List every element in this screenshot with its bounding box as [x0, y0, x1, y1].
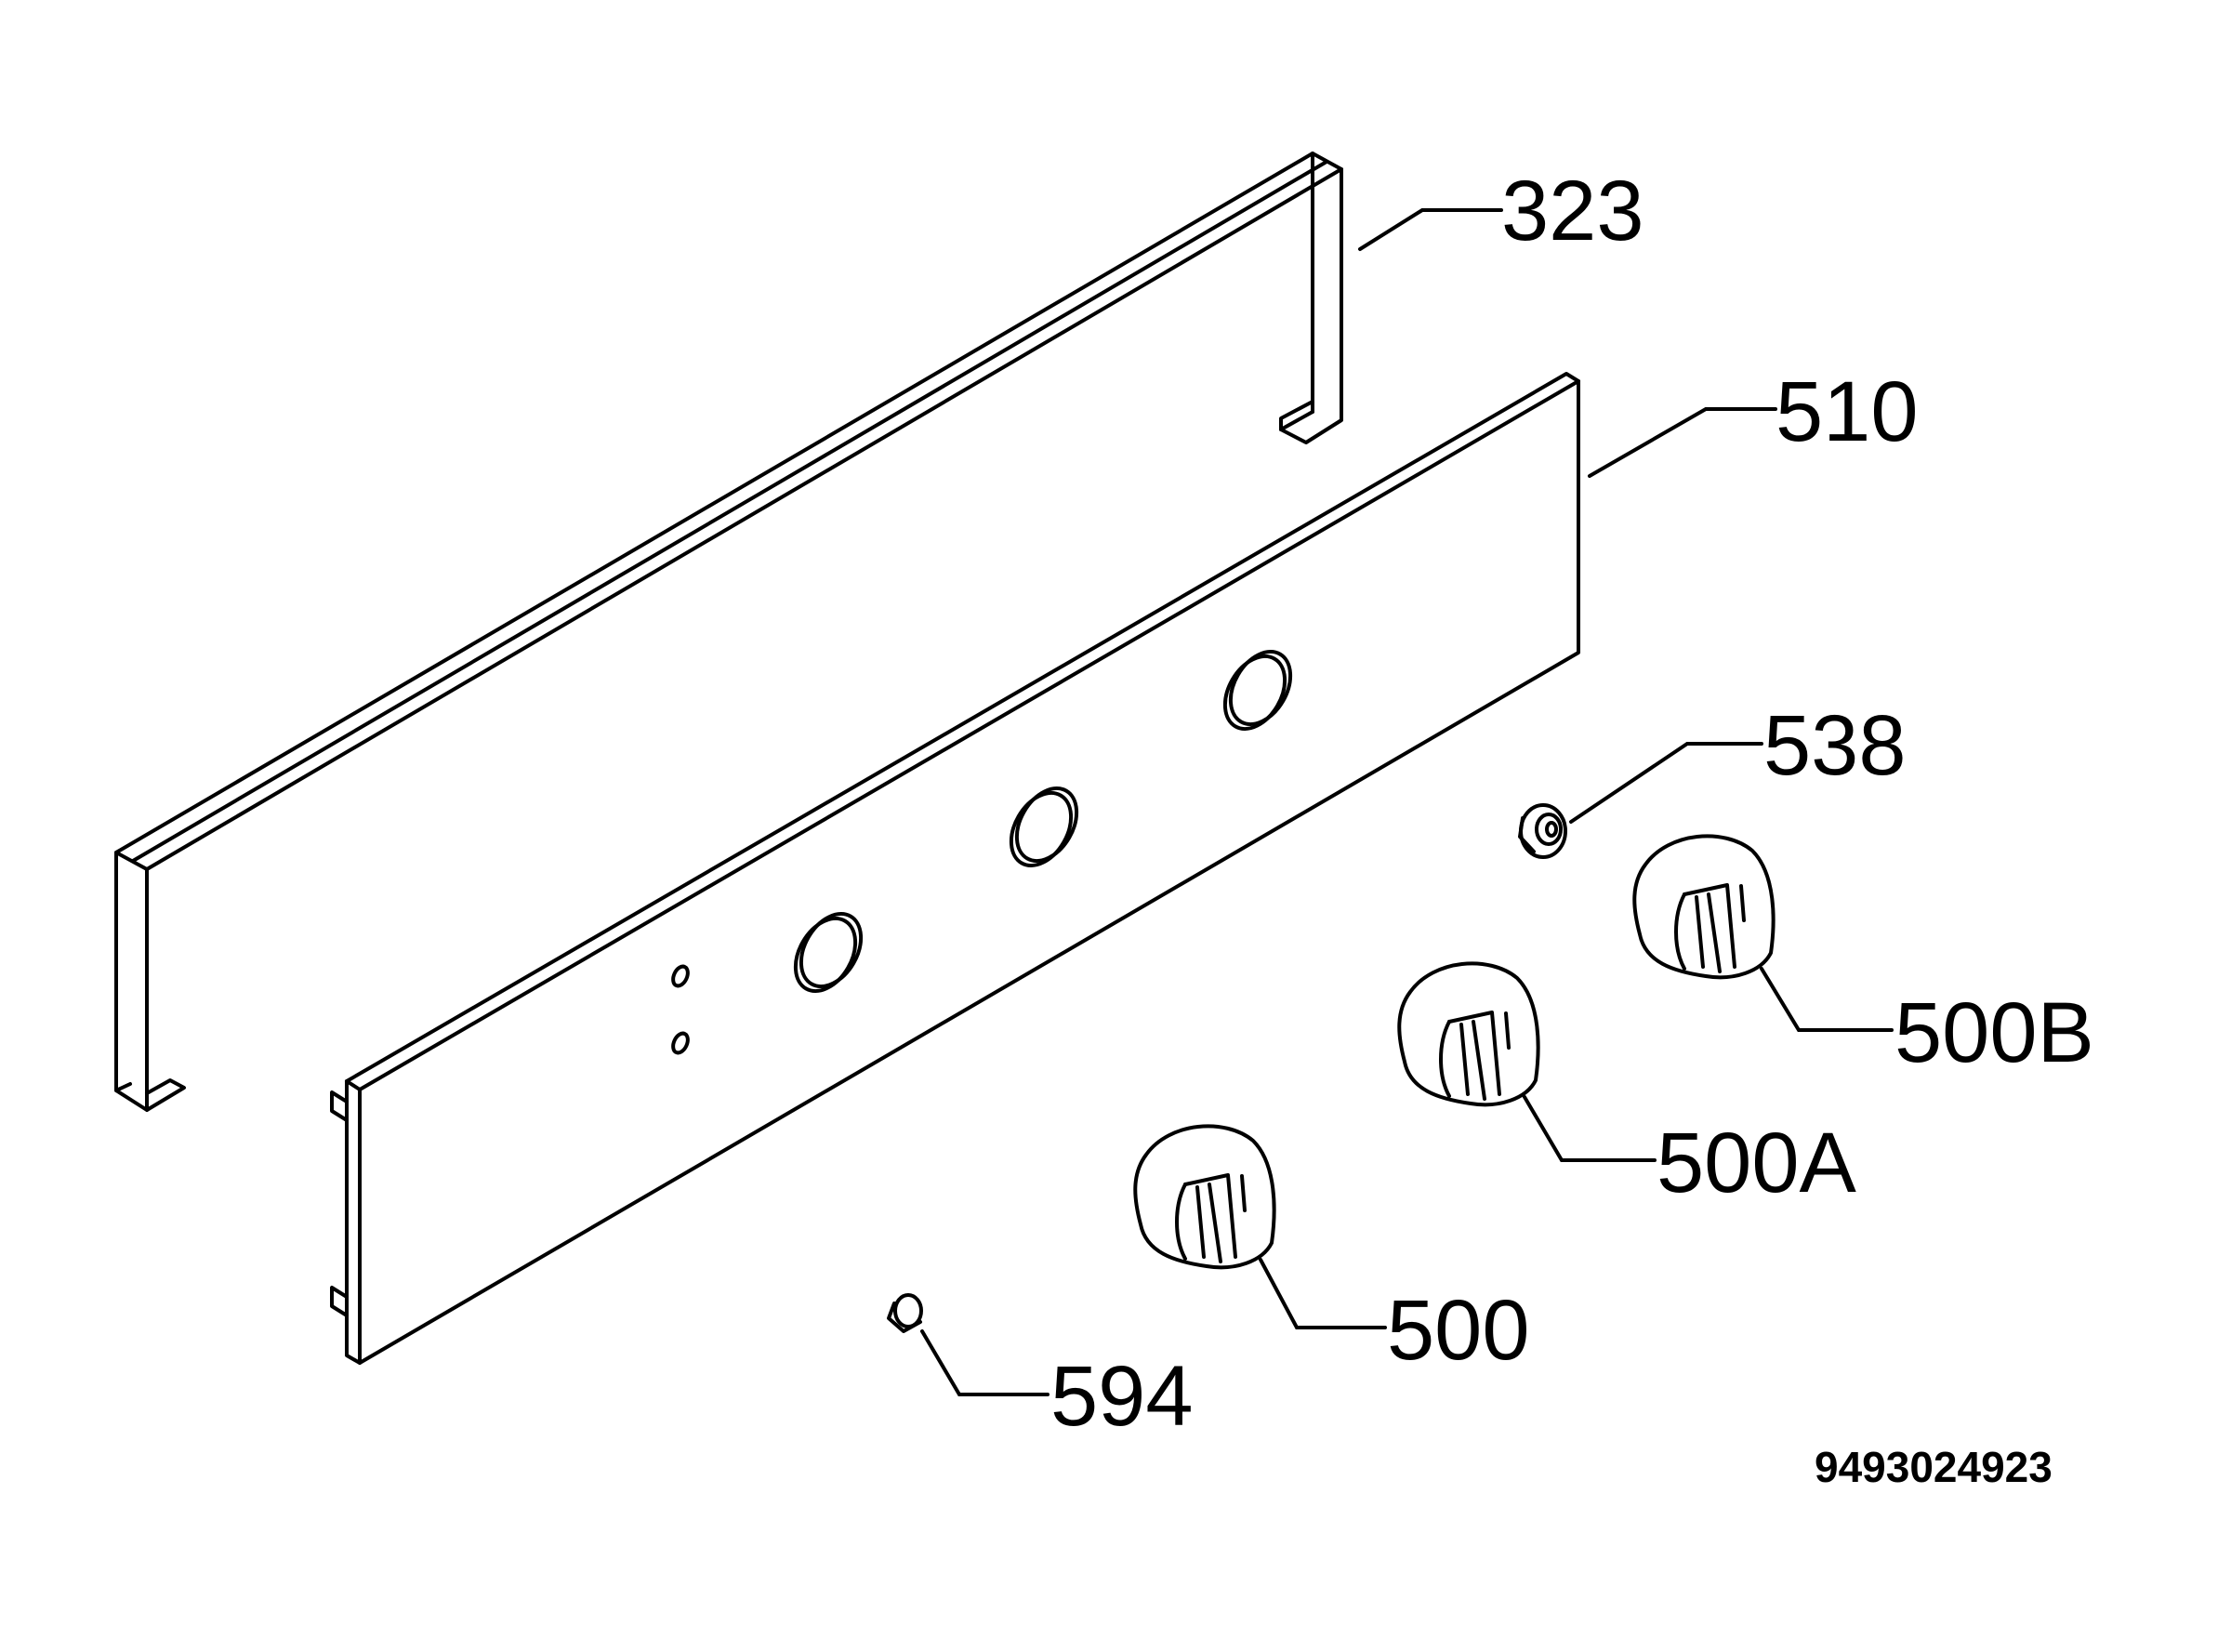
- callout-500: 500: [1387, 1283, 1530, 1378]
- document-number: 9493024923: [1815, 1443, 2053, 1491]
- part-500-knob: [1133, 1124, 1276, 1270]
- leader-500: [1259, 1258, 1387, 1329]
- callout-500A: 500A: [1657, 1116, 1856, 1210]
- leader-510: [1588, 407, 1777, 478]
- leader-538: [1569, 742, 1763, 824]
- callout-538: 538: [1763, 698, 1907, 793]
- part-594-plug: [887, 1293, 923, 1333]
- part-538-washer: [1518, 803, 1567, 859]
- callout-510: 510: [1776, 364, 1919, 459]
- leader-594: [920, 1329, 1049, 1396]
- leader-500A: [1523, 1095, 1657, 1162]
- leader-323: [1358, 208, 1503, 251]
- callout-594: 594: [1050, 1349, 1194, 1444]
- part-500A-knob: [1397, 961, 1540, 1107]
- part-500B-knob: [1632, 834, 1776, 980]
- part-510-panel: [330, 372, 1580, 1365]
- callout-323: 323: [1501, 164, 1644, 258]
- callout-500B: 500B: [1894, 985, 2094, 1080]
- leader-500B: [1760, 967, 1894, 1032]
- part-323-frame: [114, 152, 1343, 1112]
